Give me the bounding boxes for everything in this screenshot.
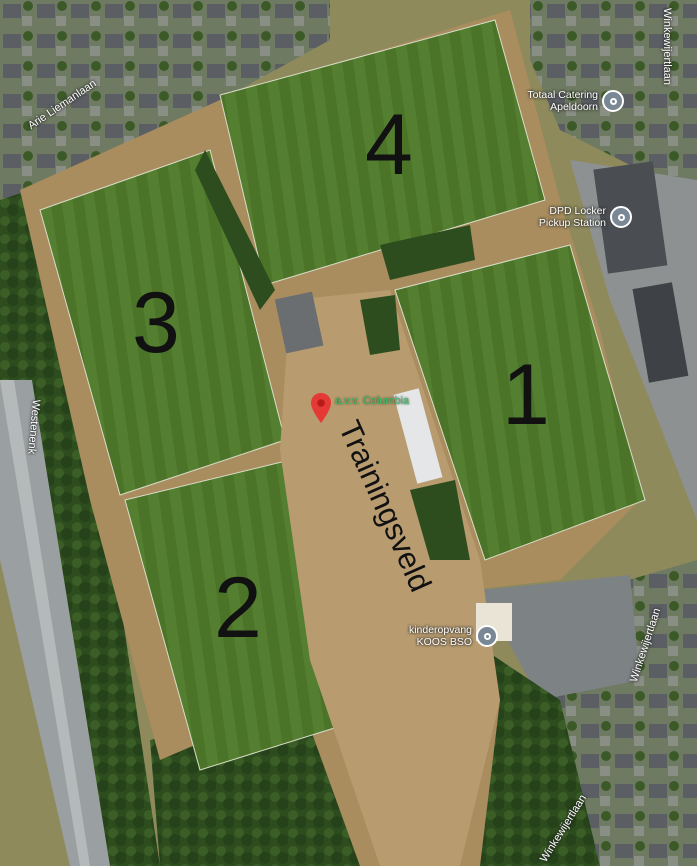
street-label-winkewijertlaan-top: Winkewijertlaan bbox=[661, 8, 673, 86]
poi-dpd-label: DPD Locker Pickup Station bbox=[538, 205, 606, 229]
map-pin-icon bbox=[311, 393, 331, 423]
poi-icon bbox=[476, 625, 498, 647]
place-marker[interactable]: a.v.v. Columbia bbox=[310, 392, 409, 424]
poi-icon bbox=[602, 90, 624, 112]
poi-koos[interactable]: kinderopvang KOOS BSO bbox=[390, 624, 498, 648]
poi-catering-label: Totaal Catering Apeldoorn bbox=[527, 89, 598, 113]
field-number-4: 4 bbox=[365, 97, 413, 193]
field-number-3: 3 bbox=[132, 275, 180, 371]
poi-koos-label: kinderopvang KOOS BSO bbox=[408, 624, 472, 648]
field-number-1: 1 bbox=[502, 347, 550, 443]
place-marker-label: a.v.v. Columbia bbox=[335, 395, 410, 407]
poi-catering[interactable]: Totaal Catering Apeldoorn bbox=[506, 89, 624, 113]
field-number-2: 2 bbox=[214, 560, 262, 656]
poi-dpd[interactable]: DPD Locker Pickup Station bbox=[528, 205, 632, 229]
poi-icon bbox=[610, 206, 632, 228]
